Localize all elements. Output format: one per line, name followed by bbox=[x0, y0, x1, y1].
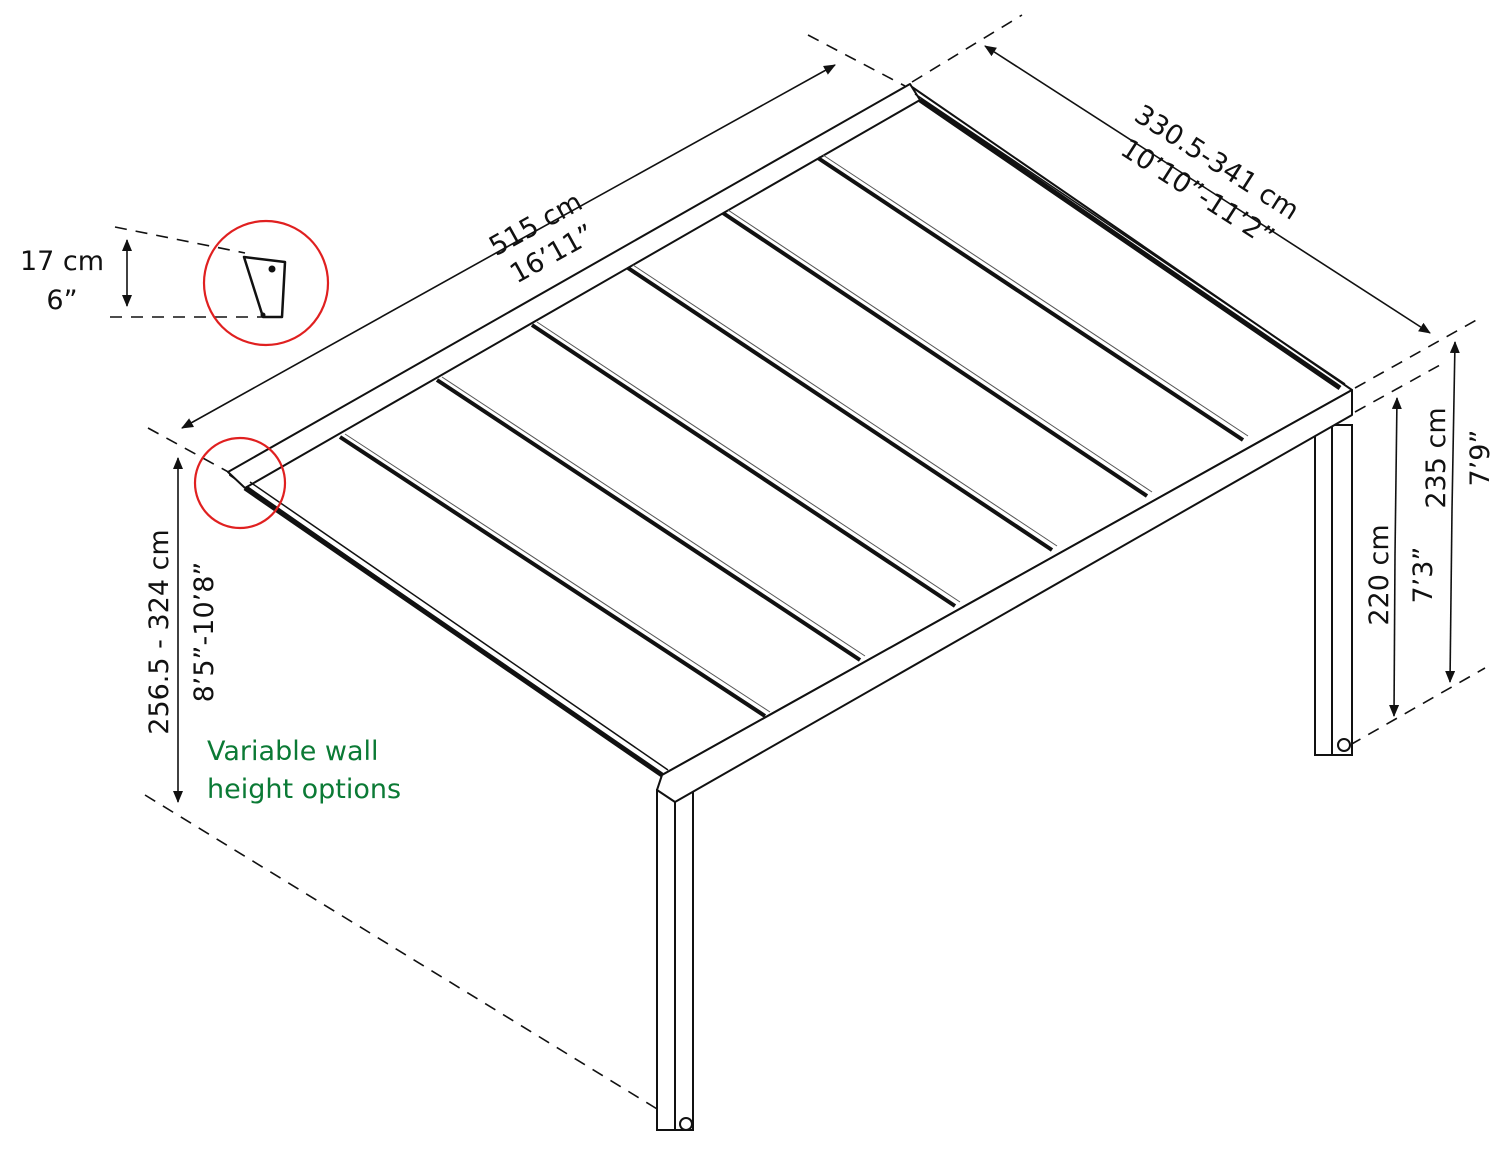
note-line-2: height options bbox=[207, 774, 401, 805]
front-right-post bbox=[1314, 418, 1353, 756]
front-height-label: 235 cm 7’9” bbox=[1421, 407, 1496, 508]
wall-bracket-detail bbox=[193, 219, 330, 530]
front-height-metric: 235 cm bbox=[1421, 407, 1452, 508]
front-beam bbox=[656, 389, 1353, 803]
bracket-height-label: 17 cm 6” bbox=[20, 246, 104, 316]
roof bbox=[227, 83, 1353, 803]
bracket-height-imperial: 6” bbox=[46, 285, 77, 316]
dimension-arrows bbox=[122, 45, 1460, 803]
front-left-post bbox=[656, 789, 694, 1131]
wall-height-label: 256.5 - 324 cm 8’5”-10’8” bbox=[144, 529, 220, 734]
wall-height-metric: 256.5 - 324 cm bbox=[144, 529, 175, 734]
extension-lines bbox=[110, 14, 1486, 1113]
depth-label: 330.5-341 cm 10’10”-11’2” bbox=[1115, 99, 1304, 253]
variable-height-note: Variable wall height options bbox=[207, 736, 401, 805]
clearance-height-metric: 220 cm bbox=[1364, 524, 1395, 625]
detail-highlight-circle bbox=[202, 219, 330, 347]
wall-height-imperial: 8’5”-10’8” bbox=[189, 562, 220, 703]
clearance-height-label: 220 cm 7’3” bbox=[1364, 524, 1439, 625]
note-line-1: Variable wall bbox=[207, 736, 379, 767]
bracket-height-metric: 17 cm bbox=[20, 246, 104, 277]
roof-rafters bbox=[338, 156, 1245, 718]
clearance-height-imperial: 7’3” bbox=[1408, 547, 1439, 604]
bracket-icon bbox=[242, 255, 287, 319]
corner-highlight-circle bbox=[193, 436, 287, 530]
front-height-imperial: 7’9” bbox=[1465, 430, 1496, 487]
